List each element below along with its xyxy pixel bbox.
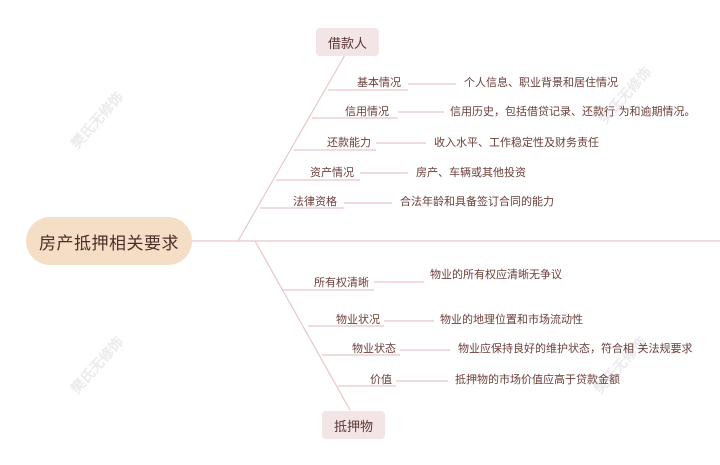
borrower-item-assets[interactable]: 资产情况 (310, 166, 354, 179)
borrower-branch-line (237, 54, 346, 242)
collateral-item-value[interactable]: 价值 (370, 373, 392, 386)
collateral-item-state[interactable]: 物业状态 (352, 342, 396, 355)
collateral-item-ownership[interactable]: 所有权清晰 (314, 276, 369, 289)
borrower-item-repayment[interactable]: 还款能力 (327, 136, 371, 149)
borrower-item-legal[interactable]: 法律资格 (293, 195, 337, 208)
borrower-detail-legal[interactable]: 合法年龄和具备签订合同的能力 (400, 195, 554, 208)
collateral-detail-ownership[interactable]: 物业的所有权应清晰无争议 (430, 268, 562, 281)
root-topic[interactable]: 房产抵押相关要求 (26, 217, 192, 265)
borrower-detail-assets[interactable]: 房产、车辆或其他投资 (416, 166, 526, 179)
collateral-item-condition[interactable]: 物业状况 (336, 313, 380, 326)
borrower-item-basic[interactable]: 基本情况 (357, 76, 401, 89)
collateral-detail-state[interactable]: 物业应保持良好的维护状态，符合相 关法规要求 (458, 342, 693, 355)
borrower-detail-repayment[interactable]: 收入水平、工作稳定性及财务责任 (434, 136, 599, 149)
collateral-detail-condition[interactable]: 物业的地理位置和市场流动性 (440, 313, 583, 326)
collateral-branch-line (254, 240, 351, 411)
branch-borrower[interactable]: 借款人 (316, 28, 380, 56)
borrower-detail-basic[interactable]: 个人信息、职业背景和居住情况 (464, 76, 618, 89)
branch-collateral[interactable]: 抵押物 (322, 411, 386, 439)
collateral-detail-value[interactable]: 抵押物的市场价值应高于贷款金额 (455, 373, 620, 386)
borrower-detail-credit[interactable]: 信用历史，包括借贷记录、还款行 为和逾期情况。 (450, 105, 696, 118)
borrower-item-credit[interactable]: 信用情况 (345, 105, 389, 118)
